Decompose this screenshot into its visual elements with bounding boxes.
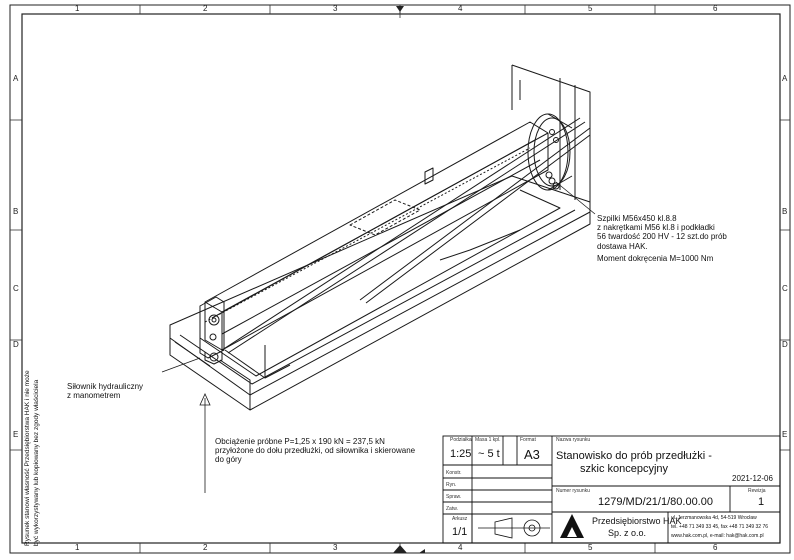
zone-col-6: 6 <box>713 4 718 13</box>
zone-row-b-right: B <box>782 207 788 216</box>
title-block <box>442 435 781 544</box>
zone-col-3-bottom: 3 <box>333 543 338 552</box>
company-name-2: Sp. z o.o. <box>608 528 647 538</box>
zone-col-5-bottom: 5 <box>588 543 593 552</box>
row-konstr: Konstr. <box>446 470 462 476</box>
zone-col-1: 1 <box>75 4 80 13</box>
drawing-date: 2021-12-06 <box>732 474 773 483</box>
company-logo <box>560 514 584 538</box>
revision-label: Rewizja <box>748 488 766 494</box>
row-spraw: Spraw. <box>446 494 462 500</box>
format-value: A3 <box>524 447 540 462</box>
revision-value: 1 <box>758 496 765 508</box>
cylinder-line-1: Siłownik hydrauliczny <box>67 382 144 391</box>
zone-col-2: 2 <box>203 4 208 13</box>
zone-row-b: B <box>13 207 19 216</box>
ownership-note-line1: Rysunek stanowi własność Przedsiębiorstw… <box>24 370 31 546</box>
load-line-2: przyłożone do dołu przedłużki, od siłown… <box>215 446 416 456</box>
zone-col-4-bottom: 4 <box>458 543 463 552</box>
studs-line-5: Moment dokręcenia M=1000 Nm <box>597 253 714 263</box>
zone-ticks <box>10 5 790 553</box>
zone-col-6-bottom: 6 <box>713 543 718 552</box>
load-note: Obciążenie próbne P=1,25 x 190 kN = 237,… <box>215 437 415 465</box>
outer-frame <box>9 4 791 554</box>
center-mark-bottom <box>393 545 407 553</box>
mass-label: Masa 1 kpl. <box>475 437 501 443</box>
inner-frame <box>21 13 781 544</box>
format-label: Format <box>520 437 536 443</box>
row-zatw: Zatw. <box>446 506 458 512</box>
sheet-value: 1/1 <box>452 526 468 538</box>
scale-value: 1:25 <box>450 448 472 460</box>
zone-row-d: D <box>13 340 19 349</box>
projection-symbol <box>478 517 550 539</box>
number-label: Numer rysunku <box>556 488 590 494</box>
cylinder-line-2: z manometrem <box>67 391 121 401</box>
load-line-3: do góry <box>215 455 242 465</box>
scale-label: Podziałka <box>450 437 472 443</box>
zone-row-e: E <box>13 430 19 439</box>
cylinder-note: Siłownik hydrauliczny z manometrem <box>67 382 143 400</box>
test-stand-drawing <box>169 64 591 411</box>
title-line-1: Stanowisko do prób przedłużki - <box>556 450 712 462</box>
row-ryn: Ryn. <box>446 482 457 488</box>
studs-line-3: 56 twardość 200 HV - 12 szt.do prób <box>597 232 727 242</box>
ownership-note-line2: być wykorzystywany lub kopiowany bez zgo… <box>33 379 40 546</box>
address-line-2: tel. +48 71 349 33 45, fax +48 71 349 32… <box>671 524 769 530</box>
address-line-3: www.hak.com.pl, e-mail: hak@hak.com.pl <box>671 533 764 539</box>
zone-row-e-right: E <box>782 430 788 439</box>
center-mark-top <box>396 6 404 12</box>
studs-line-2: z nakrętkami M56 kl.8 i podkładki <box>597 223 715 233</box>
load-line-1: Obciążenie próbne P=1,25 x 190 kN = 237,… <box>215 437 385 446</box>
studs-note: Szpilki M56x450 kl.8.8 z nakrętkami M56 … <box>597 214 727 263</box>
studs-line-4: dostawa HAK. <box>597 241 648 251</box>
leader-lines <box>161 181 596 493</box>
drawing-name-label: Nazwa rysunku <box>556 437 591 443</box>
company-name-1: Przedsiębiorstwo HAK <box>592 516 682 526</box>
center-mark-bottom-2 <box>419 549 425 553</box>
title-line-2: szkic koncepcyjny <box>580 463 669 475</box>
zone-col-3: 3 <box>333 4 338 13</box>
zone-row-d-right: D <box>782 340 788 349</box>
studs-line-1: Szpilki M56x450 kl.8.8 <box>597 214 677 223</box>
zone-col-2-bottom: 2 <box>203 543 208 552</box>
zone-col-5: 5 <box>588 4 593 13</box>
zone-row-a: A <box>13 74 19 83</box>
drawing-number: 1279/MD/21/1/80.00.00 <box>598 496 713 508</box>
sheet-label: Arkusz <box>452 516 468 522</box>
zone-row-c-right: C <box>782 284 788 293</box>
address-line-1: ul. Jerzmanowska 4d, 54-519 Wrocław <box>671 515 757 521</box>
zone-col-4: 4 <box>458 4 463 13</box>
zone-row-a-right: A <box>782 74 788 83</box>
zone-row-c: C <box>13 284 19 293</box>
zone-col-1-bottom: 1 <box>75 543 80 552</box>
mass-value: ~ 5 t <box>478 448 500 460</box>
